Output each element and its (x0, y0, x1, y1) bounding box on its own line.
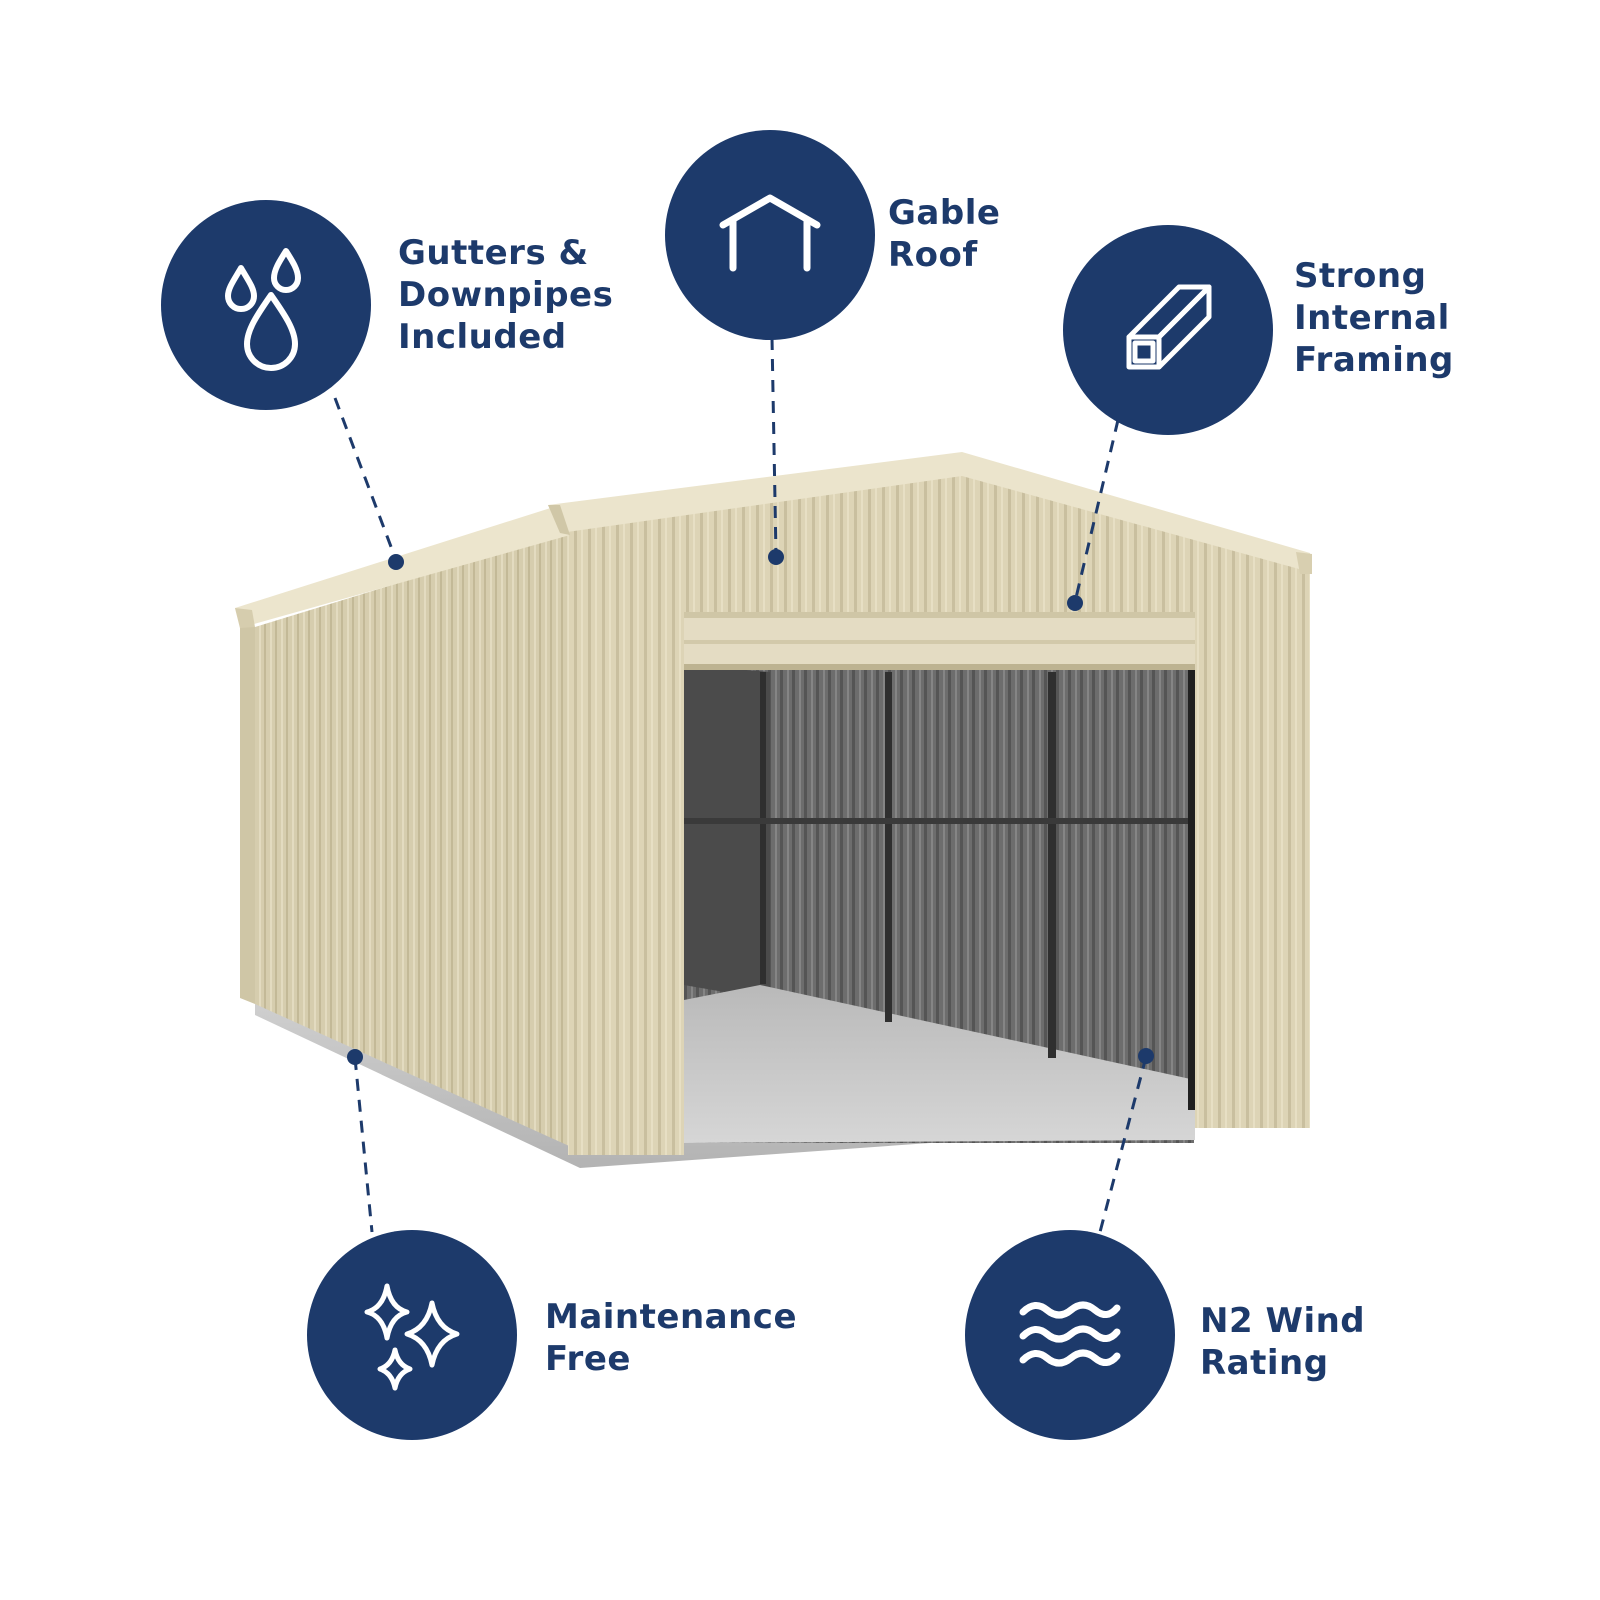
gutters-line-1: Gutters & (398, 233, 589, 273)
gable-roof-badge (665, 130, 875, 340)
framing-line-1: Strong (1294, 256, 1427, 296)
sparkles-icon (364, 1283, 460, 1391)
gutters-badge (161, 200, 371, 410)
gable-roof-icon (719, 194, 821, 272)
wind-waves-icon (1019, 1301, 1121, 1367)
framing-badge (1063, 225, 1273, 435)
water-drops-icon (225, 248, 301, 371)
roller-door (684, 612, 1195, 670)
shed-interior (684, 665, 1196, 1143)
gable-line-1: Gable (888, 193, 1001, 233)
shed-side-wall (240, 535, 578, 1150)
wind-label: N2 Wind Rating (1200, 1300, 1365, 1384)
maintenance-label: Maintenance Free (545, 1296, 797, 1380)
maintenance-line-2: Free (545, 1339, 631, 1379)
framing-label: Strong Internal Framing (1294, 255, 1454, 381)
callout-dots (347, 549, 1154, 1065)
callout-lines (333, 337, 1148, 1233)
wind-badge (965, 1230, 1175, 1440)
wind-line-2: Rating (1200, 1343, 1329, 1383)
gable-roof-trim (548, 452, 1312, 574)
framing-line-3: Framing (1294, 340, 1454, 380)
box-beam-icon (1126, 284, 1212, 370)
gable-line-2: Roof (888, 235, 978, 275)
framing-line-2: Internal (1294, 298, 1450, 338)
gutters-line-3: Included (398, 317, 567, 357)
gable-roof-label: Gable Roof (888, 192, 1000, 276)
wind-line-1: N2 Wind (1200, 1301, 1366, 1341)
gutters-label: Gutters & Downpipes Included (398, 232, 613, 358)
maintenance-line-1: Maintenance (545, 1297, 798, 1337)
gutters-line-2: Downpipes (398, 275, 614, 315)
maintenance-badge (307, 1230, 517, 1440)
